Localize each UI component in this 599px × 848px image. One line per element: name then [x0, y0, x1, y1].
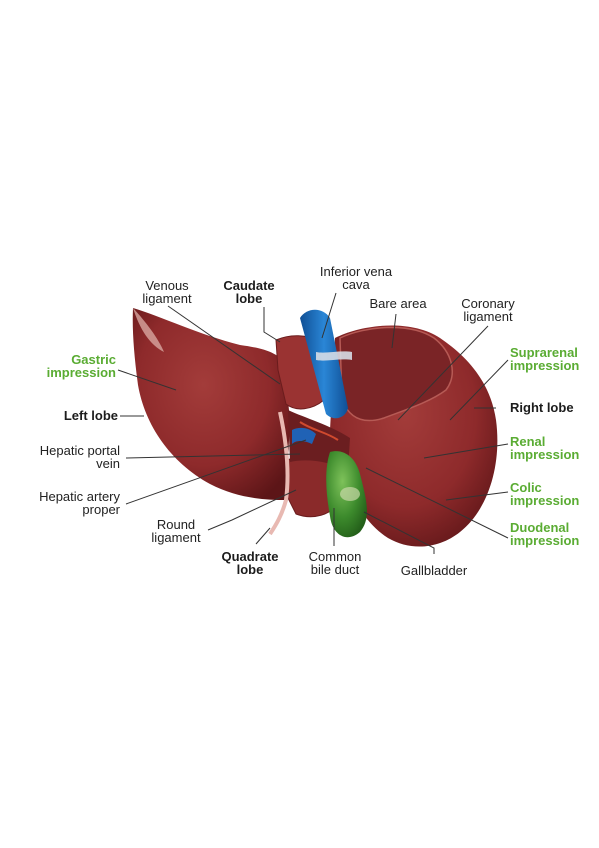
label-left-lobe: Left lobe [63, 408, 118, 423]
bare-area-shape [339, 326, 453, 422]
gallbladder-fold [340, 487, 360, 501]
round-ligament-shape [268, 411, 290, 536]
left-lobe-shape [132, 308, 290, 500]
hepatic-artery-shape [299, 421, 339, 441]
ivc-band [316, 351, 352, 361]
label-gallbladder: Gallbladder [400, 563, 468, 578]
label-bare-area: Bare area [369, 296, 427, 311]
label-right-lobe: Right lobe [510, 400, 574, 415]
inferior-vena-cava-shape [300, 309, 348, 419]
portal-vessels [292, 427, 316, 444]
left-lobe-highlight [133, 308, 164, 352]
leader-lines [117, 292, 509, 554]
